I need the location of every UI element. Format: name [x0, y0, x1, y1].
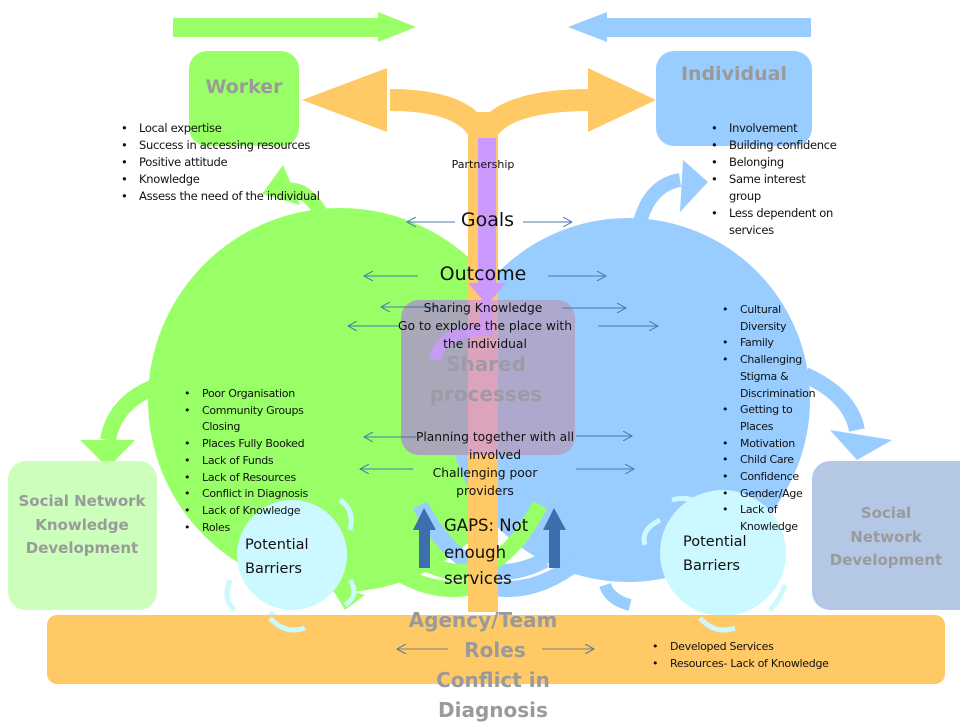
- planning-label: Planning together with all involved: [415, 430, 575, 462]
- list-item: Assess the need of the individual: [119, 188, 359, 205]
- individual-potential-barriers-label: Potential Barriers: [683, 534, 747, 574]
- list-item: Cultural Diversity: [720, 302, 830, 335]
- individual-benefits-list: Involvement Building confidence Belongin…: [709, 120, 859, 239]
- list-item: Lack of Resources: [182, 470, 332, 487]
- list-item: Confidence: [720, 469, 830, 486]
- challenging-label: Challenging poor providers: [432, 466, 538, 498]
- list-item: Lack of Knowledge: [720, 502, 810, 535]
- worker-title: Worker: [205, 76, 283, 98]
- list-item: Involvement: [709, 120, 859, 137]
- goals-label: Goals: [460, 209, 515, 231]
- outcome-label: Outcome: [439, 263, 527, 285]
- individual-loop-arrow: [633, 173, 682, 225]
- worker-barriers-list: Poor Organisation Community Groups Closi…: [182, 386, 332, 536]
- shared-processes-title: Shared processes: [429, 352, 543, 406]
- list-item: Child Care: [720, 452, 830, 469]
- social-network-left-box: [8, 461, 157, 610]
- list-item: Roles: [182, 520, 332, 537]
- list-item: Developed Services: [650, 639, 870, 656]
- list-item: Community Groups Closing: [182, 403, 322, 436]
- gap-up-arrow-left: [413, 508, 436, 568]
- worker-potential-barriers-label: Potential Barriers: [245, 537, 309, 577]
- list-item: Belonging: [709, 154, 859, 171]
- list-item: Poor Organisation: [182, 386, 332, 403]
- list-item: Getting to Places: [720, 402, 820, 435]
- agency-title-line3: Conflict in Diagnosis: [436, 668, 550, 722]
- social-network-right-box: [812, 461, 960, 610]
- individual-title: Individual: [680, 63, 788, 85]
- top-right-arrow: [173, 12, 416, 42]
- list-item: Resources- Lack of Knowledge: [650, 656, 870, 673]
- sharing-knowledge-label: Sharing Knowledge: [423, 301, 543, 315]
- list-item: Gender/Age: [720, 486, 830, 503]
- list-item: Lack of Knowledge: [182, 503, 332, 520]
- list-item: Places Fully Booked: [182, 436, 332, 453]
- list-item: Building confidence: [709, 137, 859, 154]
- list-item: Challenging Stigma & Discrimination: [720, 352, 830, 402]
- individual-barriers-list: Cultural Diversity Family Challenging St…: [720, 302, 830, 536]
- gap-up-arrow-right: [543, 508, 566, 568]
- list-item: Family: [720, 335, 830, 352]
- top-left-arrow: [568, 12, 811, 42]
- list-item: Motivation: [720, 436, 830, 453]
- list-item: Same interest group: [709, 171, 829, 205]
- list-item: Knowledge: [119, 171, 359, 188]
- list-item: Less dependent on services: [709, 205, 859, 239]
- list-item: Lack of Funds: [182, 453, 332, 470]
- gaps-label: GAPS: Not enough services: [444, 516, 529, 588]
- list-item: Success in accessing resources: [119, 137, 359, 154]
- partnership-down-arrow: [468, 138, 506, 305]
- agency-title-line1: Agency/Team: [408, 608, 558, 632]
- explore-place-label: Go to explore the place with the individ…: [397, 319, 573, 351]
- worker-strengths-list: Local expertise Success in accessing res…: [119, 120, 359, 205]
- agency-list: Developed Services Resources- Lack of Kn…: [650, 639, 870, 672]
- thin-arrows: [348, 222, 658, 649]
- partnership-label: Partnership: [451, 158, 515, 171]
- list-item: Conflict in Diagnosis: [182, 486, 332, 503]
- social-network-right-title: Social Network Development: [829, 504, 943, 569]
- list-item: Local expertise: [119, 120, 359, 137]
- worker-to-social-arrow: [100, 377, 163, 442]
- list-item: Positive attitude: [119, 154, 359, 171]
- social-network-left-title: Social Network Knowledge Development: [18, 492, 146, 557]
- agency-title-line2: Roles: [464, 638, 526, 662]
